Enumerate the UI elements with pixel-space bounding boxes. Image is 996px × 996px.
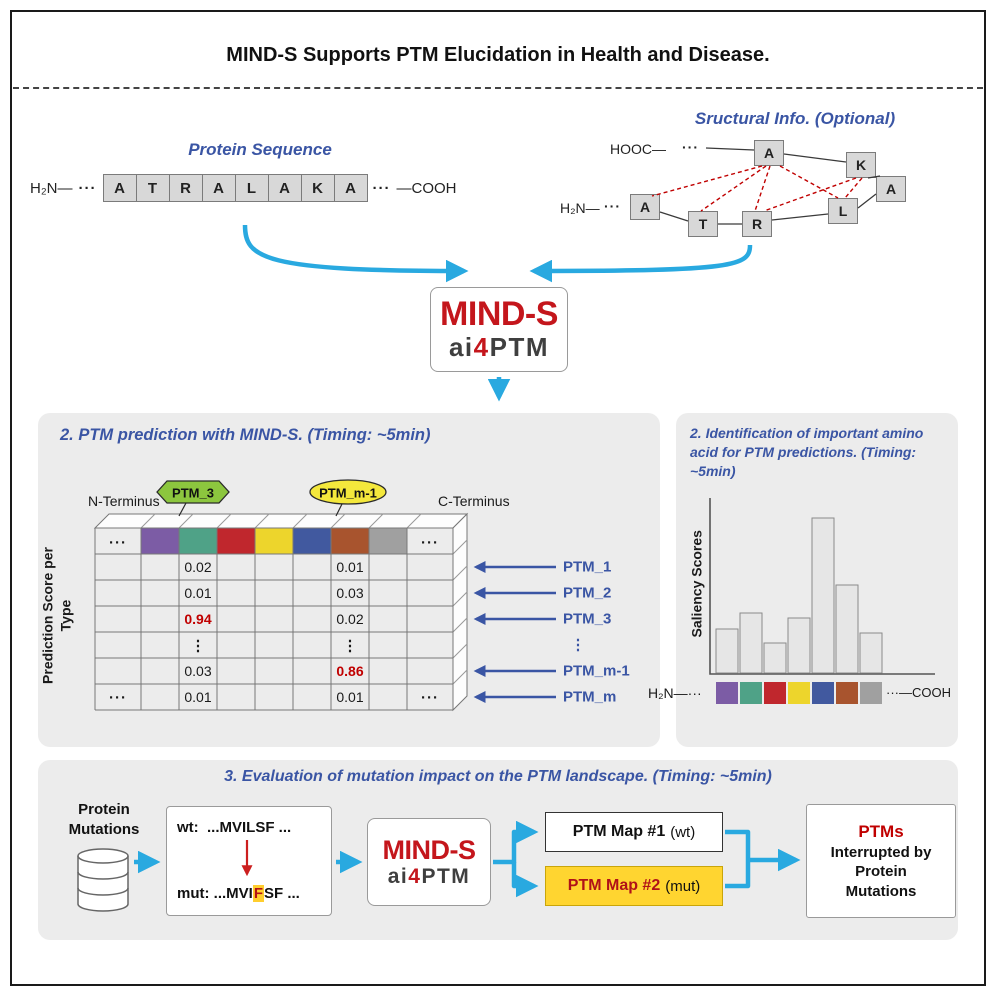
ellipsis: ···: [78, 179, 97, 197]
residue-box: A: [102, 174, 137, 202]
hooc-label: HOOC—: [610, 141, 666, 157]
ptm-map1-box: PTM Map #1 (wt): [545, 812, 723, 852]
residue-box: R: [168, 174, 203, 202]
minds-logo-box: MIND-S ai4PTM: [430, 287, 568, 372]
protein-mutations-label: Protein Mutations: [68, 801, 140, 838]
structure-residue: A: [630, 194, 660, 220]
residue-box: T: [135, 174, 170, 202]
ptms-result-box: PTMs Interrupted by Protein Mutations: [806, 804, 956, 918]
protein-sequence-label: Protein Sequence: [188, 140, 332, 159]
residue-box: L: [234, 174, 269, 202]
structure-residue: A: [876, 176, 906, 202]
dashed-separator: [13, 87, 983, 89]
c-terminal-text: —COOH: [396, 179, 457, 197]
saliency-n-terminal: H₂N—···: [648, 685, 702, 701]
residue-box: K: [300, 174, 335, 202]
wildtype-sequence: wt: ...MVILSF ...: [177, 819, 292, 836]
ellipsis: ···: [604, 198, 621, 214]
ai4ptm-logo-text: ai4PTM: [387, 864, 471, 888]
structure-residue: R: [742, 211, 772, 237]
residue-box: A: [201, 174, 236, 202]
prediction-y-axis-label: Prediction Score per Type: [39, 547, 74, 684]
mutation-sequence-box: wt: ...MVILSF ... mut: ...MVIFSF ...: [166, 806, 332, 916]
ptm-map2-box: PTM Map #2 (mut): [545, 866, 723, 906]
structure-residue: T: [688, 211, 718, 237]
residue-box: A: [333, 174, 368, 202]
prediction-panel-title: 2. PTM prediction with MIND-S. (Timing: …: [60, 426, 431, 444]
structure-residue: K: [846, 152, 876, 178]
saliency-y-axis-label: Saliency Scores: [688, 530, 705, 638]
n-terminus-label: N-Terminus: [88, 493, 160, 509]
saliency-panel-title: 2. Identification of important amino aci…: [690, 425, 924, 479]
structure-residue: A: [754, 140, 784, 166]
minds-logo-box-small: MIND-S ai4PTM: [367, 818, 491, 906]
structural-info-label: Sructural Info. (Optional): [694, 109, 896, 128]
minds-logo-text: MIND-S: [440, 295, 558, 334]
panel-ptm-prediction: [38, 413, 660, 747]
structure-residue: L: [828, 198, 858, 224]
residue-box: A: [267, 174, 302, 202]
mutated-residue: F: [252, 885, 265, 902]
ai4ptm-logo-text: ai4PTM: [448, 332, 550, 363]
protein-sequence: H₂N— ··· A T R A L A K A ··· —COOH: [30, 174, 457, 202]
minds-logo-text: MIND-S: [382, 835, 477, 866]
mutation-panel-title: 3. Evaluation of mutation impact on the …: [224, 768, 772, 785]
mutant-sequence: mut: ...MVIFSF ...: [177, 885, 300, 902]
ellipsis: ···: [682, 139, 699, 155]
h2n-label: H₂N—: [560, 200, 600, 216]
c-terminus-label: C-Terminus: [438, 493, 510, 509]
saliency-c-terminal: ···—COOH: [886, 685, 951, 700]
n-terminal-text: H₂N—: [30, 179, 73, 197]
ellipsis: ···: [372, 179, 391, 197]
figure-title: MIND-S Supports PTM Elucidation in Healt…: [226, 44, 770, 66]
